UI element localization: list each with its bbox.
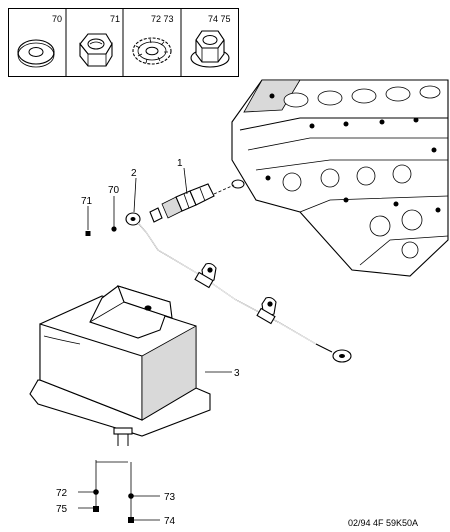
drawing-reference: 02/94 4F 59K50A: [348, 518, 418, 528]
callout-72: 72: [56, 488, 68, 499]
preheat-relay-unit: [29, 285, 211, 446]
cable-clip-upper: [194, 262, 217, 289]
legend-label-72-73: 72 73: [151, 14, 174, 24]
callout-74: 74: [164, 516, 176, 527]
callout-75: 75: [56, 504, 68, 515]
leader-lines: [78, 167, 232, 521]
callout-71: 71: [81, 196, 93, 207]
legend-label-71: 71: [110, 14, 120, 24]
flat-washer-icon: [17, 39, 55, 68]
callout-3: 3: [234, 368, 240, 379]
glow-plug: [149, 183, 215, 223]
fitting-guide-line: [213, 184, 235, 195]
cable-clip-lower: [256, 296, 277, 325]
legend-label-74-75: 74 75: [208, 14, 231, 24]
glow-plug-lead: [125, 212, 352, 363]
callout-73: 73: [164, 492, 176, 503]
hardware-legend: 70 71 72 73 74 75: [8, 8, 239, 77]
hex-nut-icon: [79, 33, 113, 67]
callout-70: 70: [108, 185, 120, 196]
callout-1: 1: [177, 158, 183, 169]
serrated-washer-icon: [132, 37, 172, 65]
flanged-nut-icon: [190, 30, 230, 68]
cylinder-head: [231, 79, 449, 277]
legend-label-70: 70: [52, 14, 62, 24]
hardware-markers: [85, 226, 134, 523]
callout-2: 2: [131, 168, 137, 179]
